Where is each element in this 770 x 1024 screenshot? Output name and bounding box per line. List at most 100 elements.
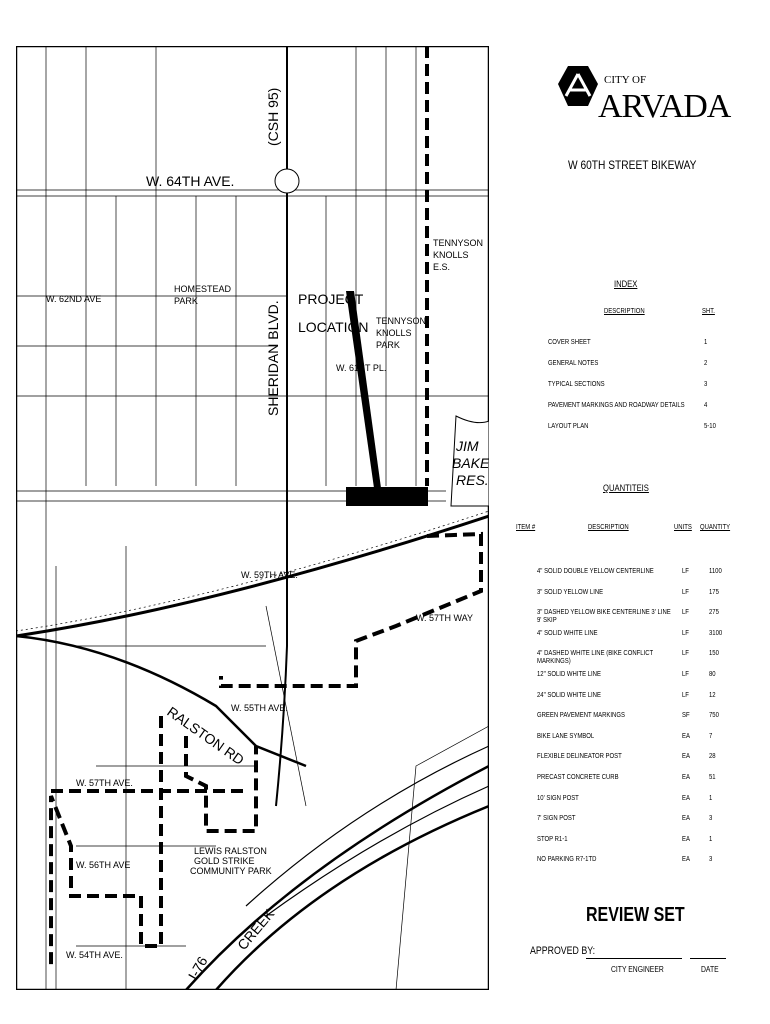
index-col-sheet: SHT. <box>702 308 715 315</box>
index-row-sheet: 3 <box>704 381 708 388</box>
qty-row-quantity: 175 <box>709 588 719 596</box>
label-lewis-ralston-park: GOLD STRIKE <box>194 856 255 866</box>
qty-row-units: EA <box>682 774 690 781</box>
jim-baker-reservoir <box>450 415 489 507</box>
qty-row-description: 10' SIGN POST <box>537 794 579 802</box>
review-set-stamp: REVIEW SET <box>586 904 685 926</box>
qty-row-description: 12" SOLID WHITE LINE <box>537 671 601 678</box>
qty-col-units: UNITS <box>674 524 692 531</box>
qty-row-description: 4" SOLID WHITE LINE <box>537 629 598 637</box>
qty-row-quantity: 28 <box>709 753 716 761</box>
date-signature-line[interactable] <box>690 958 726 959</box>
qty-row-description: BIKE LANE SYMBOL <box>537 732 595 740</box>
qty-row-quantity: 51 <box>709 774 716 781</box>
label-homestead-park: PARK <box>174 296 198 306</box>
qty-row-quantity: 12 <box>709 691 716 699</box>
qty-row-quantity: 1 <box>709 835 713 843</box>
qty-row-quantity: 3 <box>709 815 713 823</box>
qty-row-quantity: 275 <box>709 609 719 617</box>
qty-row-units: EA <box>682 815 690 823</box>
label-w62nd: W. 62ND AVE <box>46 294 101 304</box>
label-w56th: W. 56TH AVE <box>76 860 130 870</box>
label-lewis-ralston-park: COMMUNITY PARK <box>190 866 272 876</box>
city-engineer-label: CITY ENGINEER <box>611 965 664 974</box>
qty-row-quantity: 1 <box>709 794 713 802</box>
qty-row-units: EA <box>682 794 690 802</box>
index-row-sheet: 2 <box>704 360 708 367</box>
label-homestead-park: HOMESTEAD <box>174 284 232 294</box>
qty-row-units: LF <box>682 609 689 617</box>
qty-row-description: STOP R1-1 <box>537 835 568 843</box>
qty-row-units: LF <box>682 650 689 658</box>
qty-row-units: EA <box>682 835 690 843</box>
date-label: DATE <box>701 965 719 974</box>
qty-row-units: EA <box>682 732 690 740</box>
quantities-title: QUANTITEIS <box>603 483 649 493</box>
qty-row-quantity: 150 <box>709 650 719 658</box>
qty-row-quantity: 1100 <box>709 568 722 575</box>
city-of-label: CITY OF <box>604 74 647 86</box>
qty-row-description: 4" DASHED WHITE LINE (BIKE CONFLICT MARK… <box>537 650 654 666</box>
qty-row-units: LF <box>682 588 689 596</box>
engineer-signature-line[interactable] <box>586 958 682 959</box>
qty-row-description: 7' SIGN POST <box>537 815 576 823</box>
qty-row-description: NO PARKING R7-1TD <box>537 856 597 864</box>
qty-row-quantity: 3 <box>709 856 713 864</box>
qty-row-units: LF <box>682 691 689 699</box>
index-col-description: DESCRIPTION <box>604 308 645 315</box>
qty-row-description: 4" SOLID DOUBLE YELLOW CENTERLINE <box>537 568 654 575</box>
index-row-sheet: 1 <box>704 339 708 346</box>
index-row-sheet: 5-10 <box>704 423 716 430</box>
qty-row-units: LF <box>682 568 689 575</box>
qty-row-description: PRECAST CONCRETE CURB <box>537 774 619 781</box>
qty-row-units: SF <box>682 712 690 720</box>
qty-row-units: EA <box>682 753 690 761</box>
label-tennyson-es: TENNYSON <box>433 238 483 248</box>
qty-row-units: LF <box>682 671 689 678</box>
label-csh: (CSH 95) <box>265 88 281 146</box>
qty-row-quantity: 750 <box>709 712 719 720</box>
index-row-description: PAVEMENT MARKINGS AND ROADWAY DETAILS <box>548 402 685 409</box>
city-name: ARVADA <box>598 88 731 125</box>
label-w57th-way: W. 57TH WAY <box>416 613 473 623</box>
label-w64th: W. 64TH AVE. <box>146 173 234 189</box>
index-row-description: LAYOUT PLAN <box>548 423 589 430</box>
bikeway-route <box>49 46 483 966</box>
major-roads <box>16 46 489 990</box>
approved-by-label: APPROVED BY: <box>530 945 596 957</box>
label-tennyson-park: PARK <box>376 340 400 350</box>
arvada-logo-icon <box>558 66 598 106</box>
qty-row-units: EA <box>682 856 690 864</box>
qty-row-description: 24" SOLID WHITE LINE <box>537 691 601 699</box>
qty-row-quantity: 3100 <box>709 629 723 637</box>
index-row-description: TYPICAL SECTIONS <box>548 381 605 388</box>
label-w55th: W. 55TH AVE. <box>231 703 288 713</box>
label-w59th: W. 59TH AVE. <box>241 570 298 580</box>
section-marker <box>274 168 300 194</box>
label-project: PROJECT <box>298 291 364 307</box>
label-tennyson-es: E.S. <box>433 262 450 272</box>
index-row-description: GENERAL NOTES <box>548 360 599 367</box>
label-sheridan: SHERIDAN BLVD. <box>265 300 281 416</box>
index-row-description: COVER SHEET <box>548 339 591 346</box>
label-location: LOCATION <box>298 319 369 335</box>
index-title: INDEX <box>614 279 638 289</box>
qty-col-description: DESCRIPTION <box>588 524 629 531</box>
label-tennyson-park: TENNYSON <box>376 316 426 326</box>
qty-row-description: 3" DASHED YELLOW BIKE CENTERLINE 3' LINE… <box>537 609 671 625</box>
label-w57th: W. 57TH AVE. <box>76 778 133 788</box>
qty-row-units: LF <box>682 629 689 637</box>
qty-row-quantity: 80 <box>709 671 716 678</box>
label-w54th: W. 54TH AVE. <box>66 950 123 960</box>
qty-row-quantity: 7 <box>709 732 713 740</box>
qty-col-item: ITEM # <box>516 524 536 531</box>
label-jim-baker: RES. <box>456 472 489 488</box>
qty-row-description: FLEXIBLE DELINEATOR POST <box>537 753 622 761</box>
project-location-arrow <box>346 291 381 488</box>
label-lewis-ralston-park: LEWIS RALSTON <box>194 846 267 856</box>
location-map: W. 64TH AVE. SHERIDAN BLVD. (CSH 95) PRO… <box>16 46 489 990</box>
qty-row-description: GREEN PAVEMENT MARKINGS <box>537 712 625 720</box>
qty-row-description: 3" SOLID YELLOW LINE <box>537 588 604 596</box>
label-w61st: W. 61ST PL. <box>336 363 386 373</box>
